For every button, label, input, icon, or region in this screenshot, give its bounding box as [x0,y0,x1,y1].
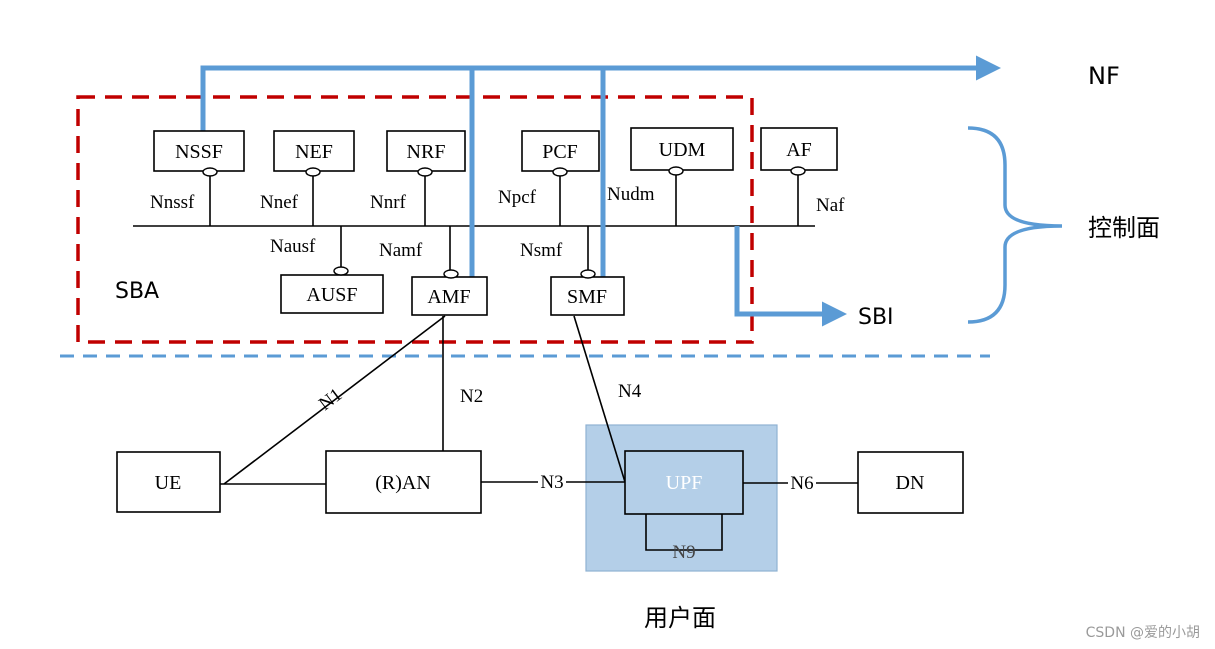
nudm-label: Nudm [607,184,655,205]
ausf-node: AUSF [280,274,384,314]
ran-label: (R)AN [375,472,431,494]
n1-link [223,315,446,485]
smf-service-point [580,269,596,279]
nsmf-label: Nsmf [520,240,563,261]
nrf-service-point [417,167,433,177]
udm-node: UDM [630,127,734,171]
ran-node: (R)AN [325,450,482,514]
n3-label: N3 [540,472,563,493]
nef-node: NEF [273,130,355,172]
pcf-node: PCF [521,130,600,172]
n2-label: N2 [460,386,483,407]
sba-label: SBA [115,279,159,304]
af-service-point [790,166,806,176]
nrf-label: NRF [407,141,446,163]
npcf-label: Npcf [498,187,537,208]
pcf-label: PCF [542,141,578,163]
nssf-label: NSSF [175,141,223,163]
sbi-label: SBI [858,305,894,330]
nef-service-point [305,167,321,177]
nf-title: NF [1088,62,1120,90]
n4-label: N4 [618,381,642,402]
sba-boundary [76,95,754,344]
udm-label: UDM [659,139,706,161]
nausf-label: Nausf [270,236,316,257]
af-label: AF [786,139,812,161]
dn-node: DN [857,451,964,514]
udm-service-point [668,166,684,176]
control-plane-brace [967,126,1063,324]
nssf-service-point [202,167,218,177]
nssf-node: NSSF [153,130,245,172]
control-plane-label: 控制面 [1088,214,1160,242]
watermark: CSDN @爱的小胡 [1086,625,1200,641]
af-node: AF [760,127,838,171]
amf-label: AMF [427,286,470,308]
upf-node: UPF [624,450,744,515]
dn-label: DN [896,472,925,494]
n3-label-bg [538,472,566,492]
n6-label: N6 [790,473,813,494]
n9-loop [645,514,723,551]
ausf-service-point [333,266,349,276]
user-plane-label: 用户面 [644,604,716,632]
ausf-label: AUSF [306,284,357,306]
pcf-service-point [552,167,568,177]
n6-label-bg [788,473,816,493]
naf-label: Naf [816,195,845,216]
nef-label: NEF [295,141,333,163]
nrf-node: NRF [386,130,466,172]
namf-label: Namf [379,240,423,261]
amf-node: AMF [411,276,488,316]
upf-label: UPF [666,472,703,494]
sbi-arrow-line [734,226,847,327]
nnef-label: Nnef [260,192,299,213]
ue-node: UE [116,451,221,513]
amf-service-point [443,269,459,279]
n9-label: N9 [672,542,695,563]
ue-label: UE [155,472,182,494]
nnssf-label: Nnssf [150,192,195,213]
smf-label: SMF [567,286,607,308]
smf-node: SMF [550,276,625,316]
n4-link [573,315,626,483]
nnrf-label: Nnrf [370,192,407,213]
